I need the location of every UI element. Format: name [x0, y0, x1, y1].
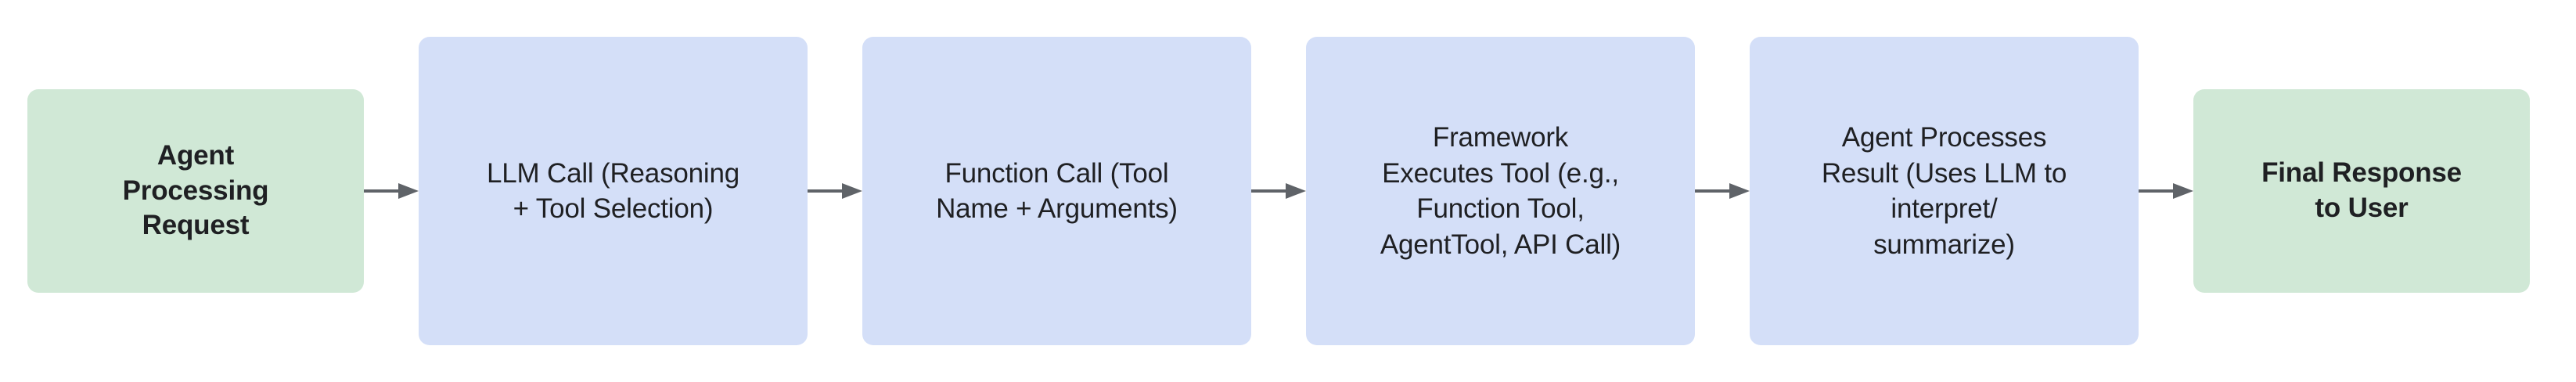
left-margin-spacer	[0, 187, 27, 195]
node-label: Final Response to User	[2261, 157, 2462, 223]
arrow-right-icon	[364, 181, 419, 201]
node-agent-processing-request[interactable]: Agent Processing Request	[27, 89, 364, 293]
node-final-response-to-user[interactable]: Final Response to User	[2193, 89, 2530, 293]
node-label: Agent Processing Request	[122, 139, 269, 241]
arrow-right-icon	[2139, 181, 2193, 201]
node-label: Agent Processes Result (Uses LLM to inte…	[1821, 122, 2067, 260]
arrow-right-icon	[1695, 181, 1750, 201]
node-label: LLM Call (Reasoning + Tool Selection)	[486, 157, 740, 225]
right-margin-spacer	[2530, 187, 2564, 195]
node-llm-call[interactable]: LLM Call (Reasoning + Tool Selection)	[419, 37, 808, 345]
node-agent-processes-result[interactable]: Agent Processes Result (Uses LLM to inte…	[1750, 37, 2139, 345]
arrow-right-icon	[808, 181, 862, 201]
connector-arrow-4	[1695, 178, 1750, 204]
node-framework-executes-tool[interactable]: Framework Executes Tool (e.g., Function …	[1306, 37, 1695, 345]
connector-arrow-2	[808, 178, 862, 204]
arrow-right-icon	[1251, 181, 1306, 201]
connector-arrow-3	[1251, 178, 1306, 204]
node-label: Function Call (Tool Name + Arguments)	[936, 157, 1178, 225]
connector-arrow-5	[2139, 178, 2193, 204]
node-label: Framework Executes Tool (e.g., Function …	[1380, 122, 1621, 260]
node-function-call[interactable]: Function Call (Tool Name + Arguments)	[862, 37, 1251, 345]
connector-arrow-1	[364, 178, 419, 204]
